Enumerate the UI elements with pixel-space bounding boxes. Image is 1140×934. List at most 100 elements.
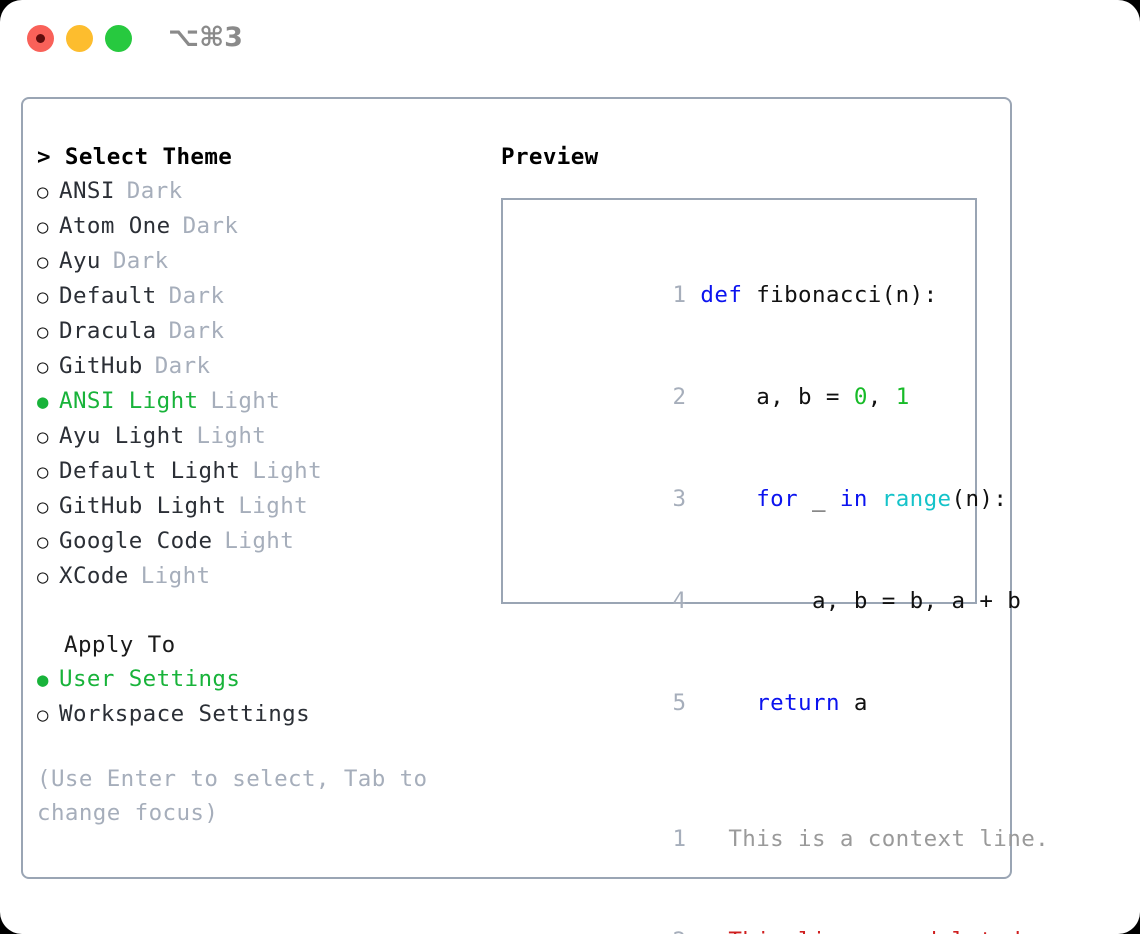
code-line: 3 for _ in range(n): [525,448,1007,550]
apply-to-item-user-settings[interactable]: ● User Settings [37,662,477,697]
line-number: 2 [672,384,687,410]
theme-variant-tag: Light [210,388,281,414]
apply-to-list: ● User Settings ○ Workspace Settings [37,662,477,732]
select-theme-header: > Select Theme [37,144,233,170]
diff-line-deleted: 2 - This line was deleted. [525,890,1035,934]
title-bar: ⌥⌘3 [0,0,1140,78]
radio-icon: ○ [37,496,49,518]
radio-icon: ○ [37,704,49,726]
theme-list-item-xcode[interactable]: ○ XCode Light [37,559,477,594]
apply-to-header: Apply To [64,632,176,658]
list-spacer [37,594,477,628]
code-token: range [881,486,952,512]
line-number: 1 [672,826,687,852]
theme-list: ○ ANSI Dark ○ Atom One Dark ○ Ayu Dark ○… [37,174,477,594]
keyboard-hint-text: (Use Enter to select, Tab to change focu… [37,766,428,826]
radio-icon: ○ [37,531,49,553]
diff-sign [700,826,714,852]
theme-list-item-ayu-light[interactable]: ○ Ayu Light Light [37,419,477,454]
code-token: for [756,486,799,512]
theme-label: ANSI Light [59,388,199,414]
theme-label: Default [59,283,157,309]
radio-icon: ○ [37,356,49,378]
radio-icon: ○ [37,321,49,343]
apply-to-item-workspace-settings[interactable]: ○ Workspace Settings [37,697,477,732]
preview-column: Preview 1 def fibonacci(n): 2 a, b = 0, … [501,140,1049,934]
code-token [700,486,756,512]
theme-label: Atom One [59,213,171,239]
code-line: 4 a, b = b, a + b [525,550,1021,652]
theme-variant-tag: Dark [168,283,225,309]
theme-label: GitHub Light [59,493,227,519]
radio-icon: ○ [37,216,49,238]
theme-label: Default Light [59,458,241,484]
window-title: ⌥⌘3 [168,22,243,53]
theme-list-item-dracula-dark[interactable]: ○ Dracula Dark [37,314,477,349]
theme-label: Google Code [59,528,213,554]
theme-label: XCode [59,563,129,589]
theme-label: ANSI [59,178,115,204]
theme-list-item-github-light[interactable]: ○ GitHub Light Light [37,489,477,524]
preview-header: Preview [501,144,599,170]
theme-list-item-google-code[interactable]: ○ Google Code Light [37,524,477,559]
preview-box: 1 def fibonacci(n): 2 a, b = 0, 1 3 for … [501,198,1049,934]
diff-text: This is a context line. [714,826,1050,852]
radio-icon: ○ [37,286,49,308]
theme-list-item-github-dark[interactable]: ○ GitHub Dark [37,349,477,384]
theme-variant-tag: Dark [112,248,169,274]
code-token: 1 [895,384,910,410]
theme-variant-tag: Light [224,528,295,554]
code-token: 0 [853,384,868,410]
line-number: 1 [672,282,687,308]
radio-icon-selected: ● [37,391,49,413]
radio-icon: ○ [37,461,49,483]
code-token: return [756,690,840,716]
theme-variant-tag: Light [196,423,267,449]
code-token: def [700,282,743,308]
code-line: 5 return a [525,652,975,754]
apply-to-label: Workspace Settings [59,701,311,727]
theme-variant-tag: Dark [154,353,211,379]
diff-line-context: 1 This is a context line. [525,788,1049,890]
maximize-button[interactable] [105,25,132,52]
theme-list-item-ayu-dark[interactable]: ○ Ayu Dark [37,244,477,279]
code-token: (n): [951,486,1008,512]
theme-variant-tag: Light [140,563,211,589]
theme-label: Ayu Light [59,423,185,449]
code-token: a, b = [700,384,854,410]
code-token: in [839,486,868,512]
radio-icon: ○ [37,181,49,203]
close-button[interactable] [27,25,54,52]
theme-list-item-ansi-dark[interactable]: ○ ANSI Dark [37,174,477,209]
line-number: 4 [672,588,687,614]
theme-label: GitHub [59,353,143,379]
minimize-button[interactable] [66,25,93,52]
theme-variant-tag: Light [238,493,309,519]
theme-variant-tag: Dark [168,318,225,344]
code-token: a, b = b, a + b [700,588,1022,614]
radio-icon: ○ [37,426,49,448]
theme-list-item-atom-one-dark[interactable]: ○ Atom One Dark [37,209,477,244]
theme-list-item-ansi-light[interactable]: ● ANSI Light Light [37,384,477,419]
code-token: a [839,690,868,716]
theme-variant-tag: Dark [182,213,239,239]
theme-list-item-default-dark[interactable]: ○ Default Dark [37,279,477,314]
main-panel: > Select Theme ○ ANSI Dark ○ Atom One Da… [21,97,1049,934]
code-token: _ [798,486,840,512]
code-token: fibonacci(n): [742,282,938,308]
theme-label: Ayu [59,248,101,274]
traffic-light-group [27,25,132,52]
theme-list-item-default-light[interactable]: ○ Default Light Light [37,454,477,489]
code-token: , [867,384,896,410]
apply-to-label: User Settings [59,666,241,692]
theme-variant-tag: Dark [126,178,183,204]
radio-icon: ○ [37,251,49,273]
line-number: 2 [664,924,687,934]
diff-sign: - [700,928,714,934]
theme-picker-column: > Select Theme ○ ANSI Dark ○ Atom One Da… [37,140,477,830]
code-token [700,690,756,716]
line-number: 5 [672,690,687,716]
code-line: 1 def fibonacci(n): [525,244,975,346]
code-token [868,486,882,512]
